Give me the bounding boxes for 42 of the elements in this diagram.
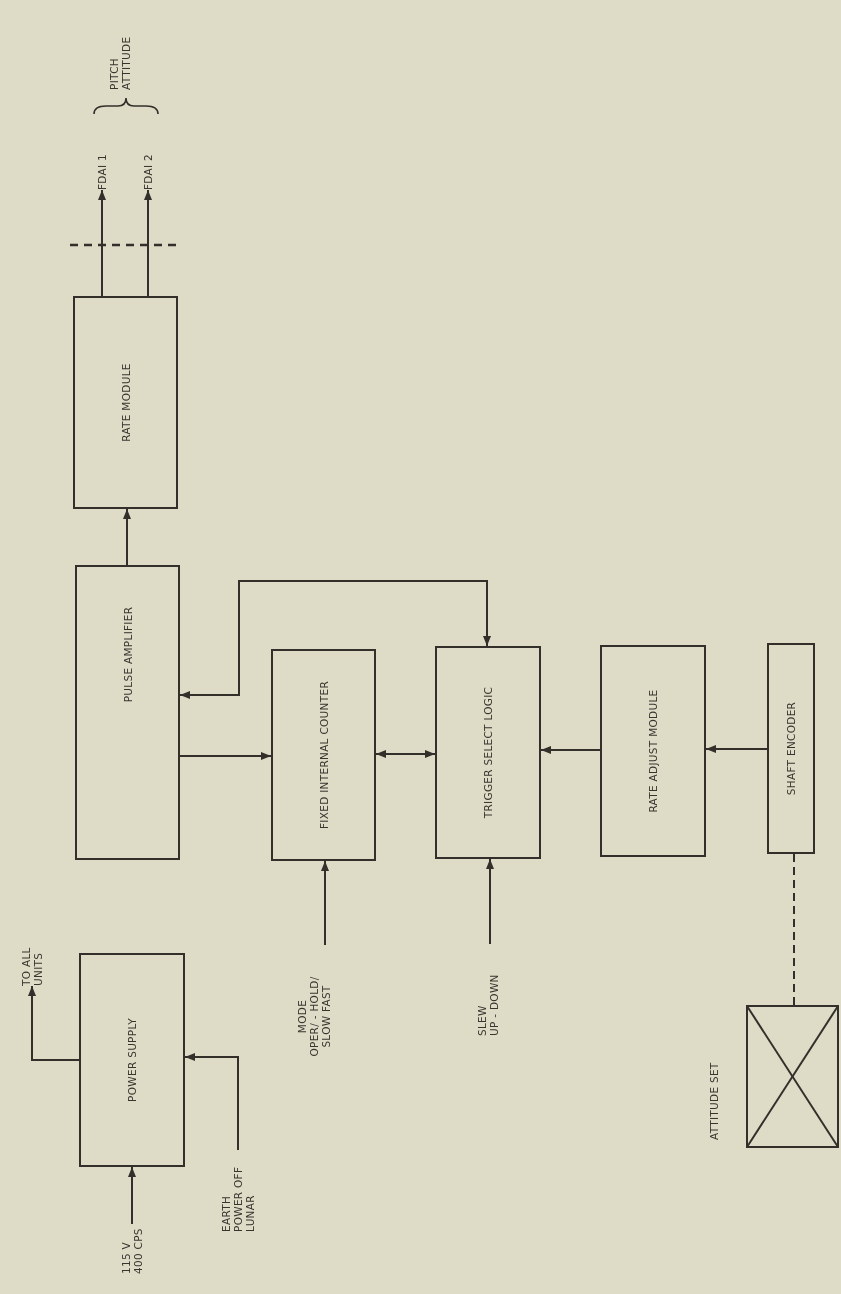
control-label: ATTITUDE SET <box>708 1061 721 1140</box>
signal-label: OPER/ - HOLD/ <box>307 976 321 1057</box>
signal-label: FDAI 1 <box>95 153 109 190</box>
arrow <box>179 580 491 699</box>
process-box <box>73 296 178 509</box>
signal-label: MODE <box>295 999 308 1034</box>
arrow <box>705 745 768 753</box>
signal-label: UP - DOWN <box>488 974 501 1036</box>
arrow <box>540 746 601 754</box>
arrow <box>98 189 106 297</box>
box-label: FIXED INTERNAL COUNTER <box>317 681 330 829</box>
process-box <box>75 565 180 860</box>
arrow <box>28 985 80 1061</box>
arrow <box>144 189 152 297</box>
group-label: PITCH ATTITUDE <box>108 35 133 90</box>
arrow <box>375 750 436 758</box>
signal-label: SLEW <box>475 1005 488 1036</box>
process-box <box>600 645 706 857</box>
process-box <box>435 646 541 859</box>
arrow <box>321 860 329 946</box>
box-label: PULSE AMPLIFIER <box>121 606 134 703</box>
box-label: RATE MODULE <box>119 363 132 442</box>
process-box <box>271 649 376 861</box>
signal-label: TO ALL UNITS <box>19 946 45 986</box>
box-label: POWER SUPPLY <box>126 1018 138 1102</box>
box-label: TRIGGER SELECT LOGIC <box>482 686 494 819</box>
signal-label: FDAI 2 <box>141 153 155 190</box>
signal-label: SLOW FAST <box>320 985 333 1048</box>
arrow <box>128 1166 136 1225</box>
arrow <box>179 752 272 760</box>
signal-label: EARTH <box>219 1195 232 1232</box>
process-box <box>79 953 185 1167</box>
process-box <box>767 643 815 854</box>
signal-label: LUNAR <box>244 1195 257 1232</box>
arrow <box>486 858 494 945</box>
dashed-connector <box>793 853 795 1006</box>
box-label: RATE ADJUST MODULE <box>647 689 659 813</box>
signal-label: POWER OFF <box>231 1166 245 1232</box>
arrow <box>184 1053 239 1151</box>
box-label: SHAFT ENCODER <box>785 701 797 796</box>
signal-label: 115 V 400 CPS <box>119 1227 145 1274</box>
arrow <box>123 508 131 566</box>
